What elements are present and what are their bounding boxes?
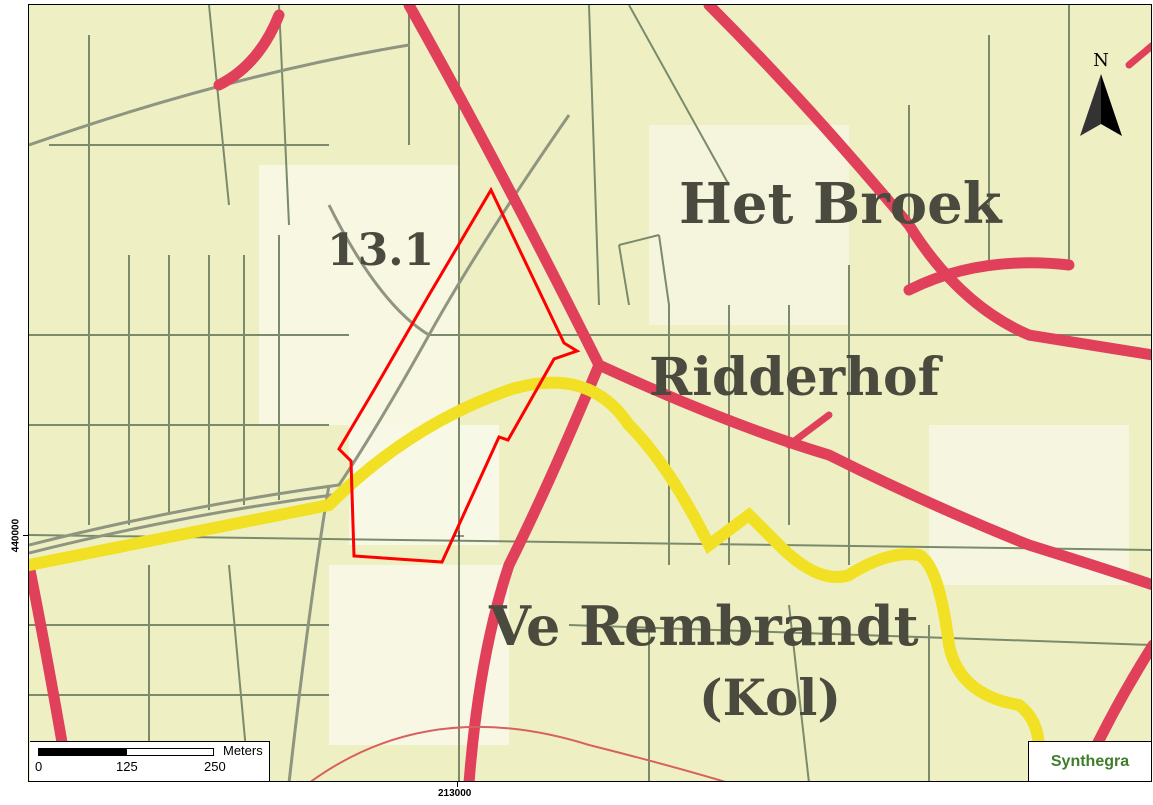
place-label-ridderhof: Ridderhof (649, 347, 944, 408)
north-arrow: N (1078, 50, 1124, 144)
scale-unit: Meters (223, 743, 263, 758)
open-field (649, 125, 849, 325)
north-label: N (1093, 50, 1109, 71)
open-field (929, 425, 1129, 585)
thin-red-line (310, 725, 726, 781)
scale-tick-250: 250 (204, 759, 226, 774)
place-label-rembrandt: Ve Rembrandt (488, 594, 919, 658)
x-coordinate-label: 213000 (438, 788, 472, 799)
map-view[interactable]: Het Broek 13.1 Ridderhof Ve Rembrandt (K… (28, 4, 1152, 782)
y-coordinate-label: 440000 (10, 518, 22, 553)
scale-tick-125: 125 (116, 759, 138, 774)
scale-bar: Meters 0 125 250 (30, 741, 270, 781)
grid-label: 13.1 (327, 225, 434, 276)
logo-box: Synthegra (1028, 741, 1152, 782)
place-label-het-broek: Het Broek (679, 171, 1003, 237)
scale-tick-0: 0 (35, 759, 43, 774)
place-label-kol: (Kol) (699, 668, 841, 727)
minor-roads (785, 42, 1151, 449)
yellow-footpath (29, 376, 1045, 756)
topographic-map: Het Broek 13.1 Ridderhof Ve Rembrandt (K… (29, 5, 1151, 781)
x-coordinate-tick (457, 782, 458, 787)
open-field (259, 165, 459, 425)
scale-bar-graphic (38, 748, 214, 756)
logo-text: Synthegra (1050, 752, 1130, 770)
study-area-boundary (337, 186, 581, 564)
open-field (349, 425, 499, 545)
grid-crosshair (454, 531, 464, 541)
y-coordinate-tick (23, 535, 28, 536)
north-arrow-icon (1080, 74, 1122, 136)
